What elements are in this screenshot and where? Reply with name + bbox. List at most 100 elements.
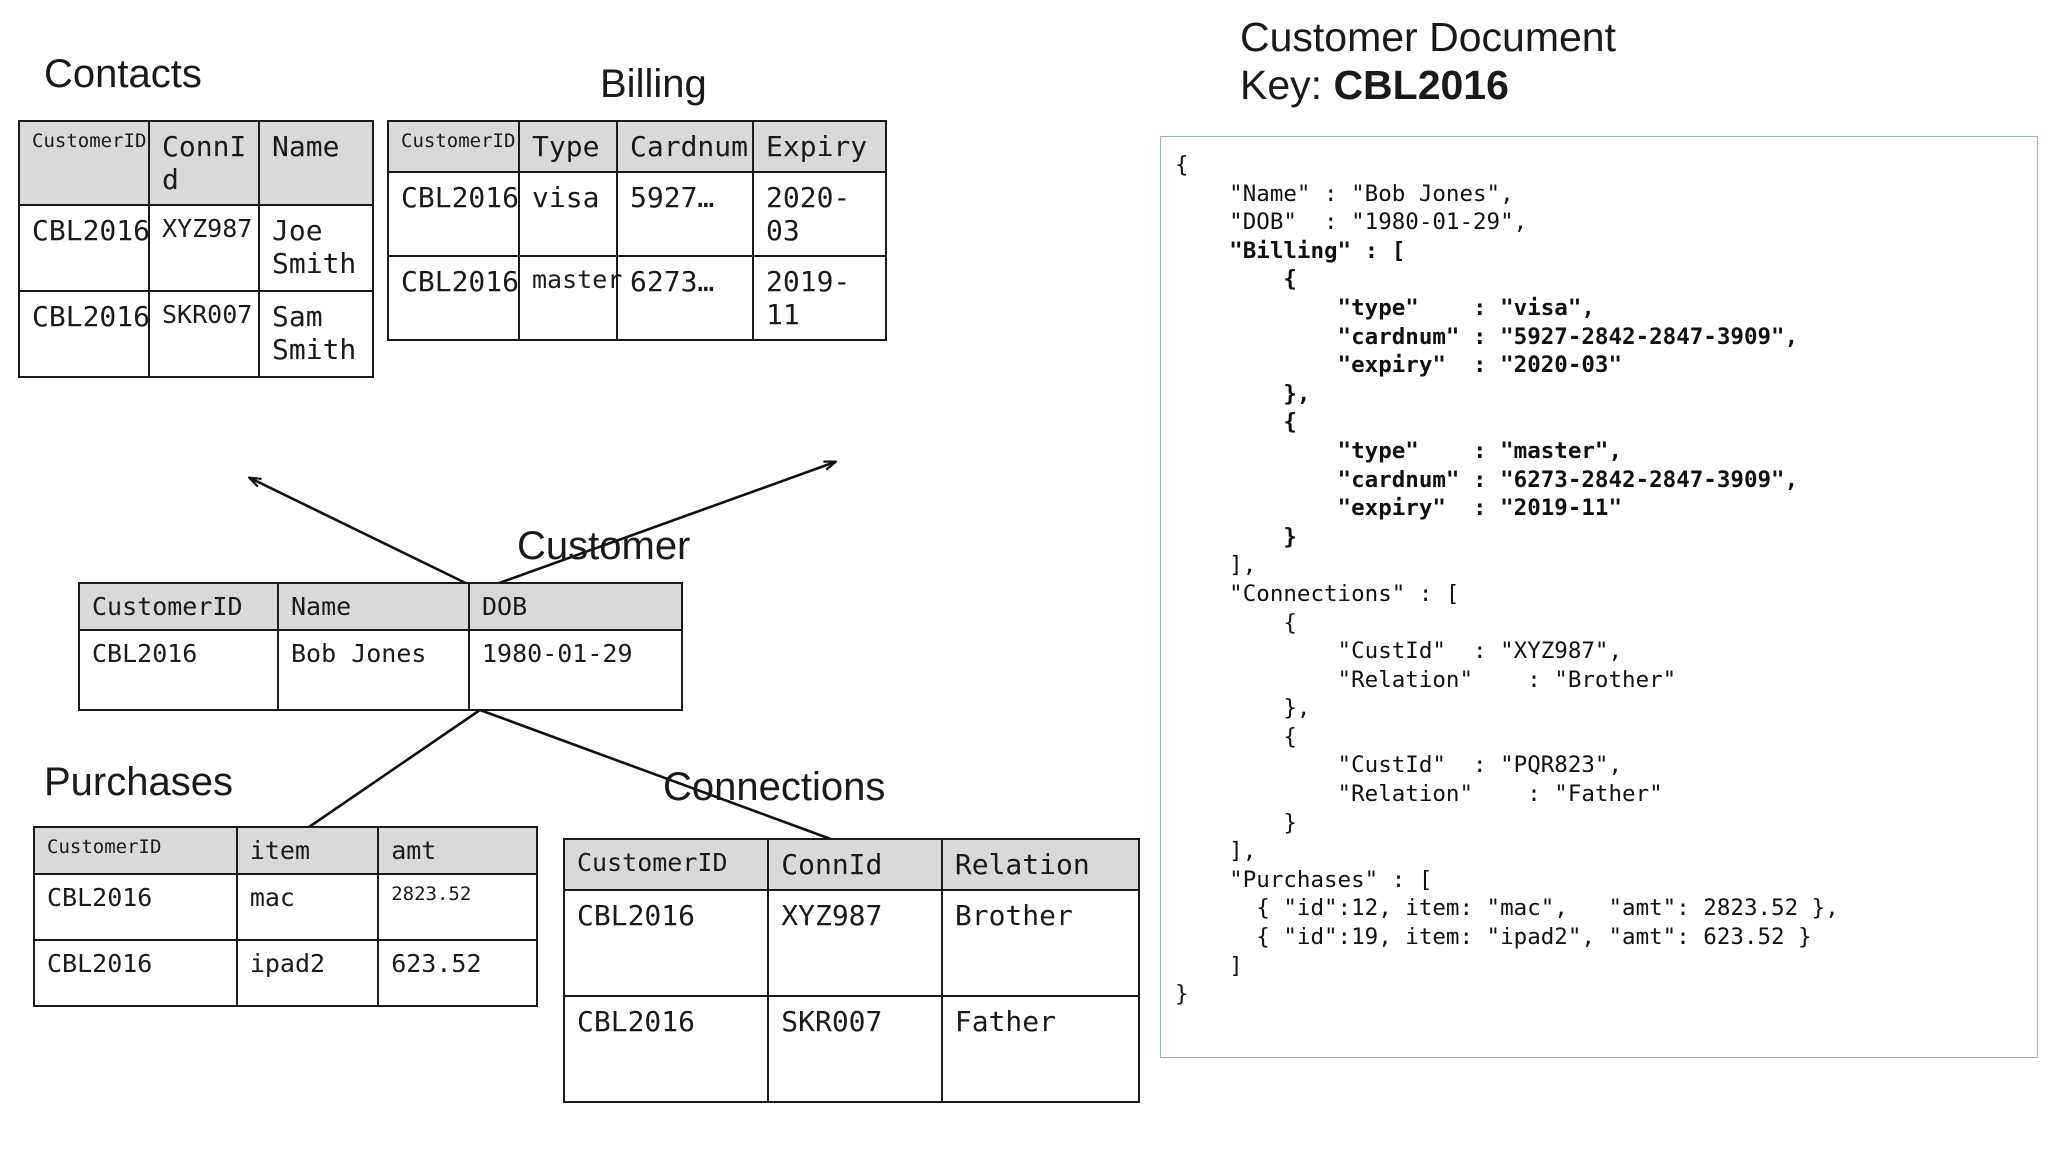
- billing-col-expiry: Expiry: [752, 120, 887, 173]
- cell-relation: Father: [940, 995, 1141, 1103]
- json-line: "cardnum" : "5927-2842-2847-3909",: [1175, 323, 1799, 350]
- cell-expiry: 2020-03: [752, 171, 887, 257]
- customer-to-purchases: [290, 708, 481, 840]
- json-line: {: [1175, 409, 1297, 436]
- cell-name: Bob Jones: [277, 629, 470, 711]
- cell-customerid: CBL2016: [33, 873, 238, 941]
- cell-cardnum: 6273…: [616, 255, 754, 341]
- customer-col-customerid: CustomerID: [78, 582, 279, 631]
- cell-amt: 623.52: [377, 939, 538, 1007]
- customer-col-dob: DOB: [468, 582, 683, 631]
- contacts-col-connid: ConnI d: [148, 120, 260, 206]
- table-row: CBL2016 SKR007 Father: [562, 995, 1141, 1103]
- json-line: "Name" : "Bob Jones",: [1175, 180, 1514, 207]
- billing-col-customerid: CustomerID: [387, 120, 520, 173]
- document-key-label: Key:: [1240, 61, 1334, 108]
- json-line: "Connections" : [: [1175, 580, 1460, 607]
- purchases-table-title: Purchases: [44, 760, 233, 804]
- table-row: CBL2016 XYZ987 Brother: [562, 889, 1141, 997]
- cell-cardnum: 5927…: [616, 171, 754, 257]
- contacts-col-customerid: CustomerID: [18, 120, 150, 206]
- billing-col-cardnum: Cardnum: [616, 120, 754, 173]
- cell-type: visa: [518, 171, 618, 257]
- json-line: },: [1175, 380, 1311, 407]
- json-line: ],: [1175, 838, 1257, 865]
- customer-table: CustomerID Name DOB CBL2016 Bob Jones 19…: [78, 582, 683, 711]
- cell-connid: SKR007: [767, 995, 943, 1103]
- json-line: {: [1175, 152, 1189, 178]
- cell-customerid: CBL2016: [33, 939, 238, 1007]
- json-line: {: [1175, 609, 1297, 636]
- connections-header-row: CustomerID ConnId Relation: [562, 838, 1141, 891]
- json-line: "Relation" : "Father": [1175, 781, 1663, 808]
- json-line: { "id":12, item: "mac", "amt": 2823.52 }…: [1175, 895, 1839, 922]
- cell-customerid: CBL2016: [18, 290, 150, 378]
- json-line: }: [1175, 981, 1189, 1008]
- json-line: "Relation" : "Brother": [1175, 666, 1677, 693]
- table-row: CBL2016 master 6273… 2019-11: [387, 255, 887, 341]
- cell-connid: SKR007: [148, 290, 260, 378]
- connections-col-relation: Relation: [940, 838, 1141, 891]
- document-key-value: CBL2016: [1333, 61, 1509, 108]
- contacts-header-row: CustomerID ConnI d Name: [18, 120, 374, 206]
- document-key-line: Key: CBL2016: [1240, 62, 1616, 110]
- connections-col-connid: ConnId: [767, 838, 943, 891]
- connections-table-title: Connections: [663, 765, 886, 809]
- json-line: "DOB" : "1980-01-29",: [1175, 209, 1528, 236]
- customer-to-contacts: [250, 478, 481, 592]
- billing-table: CustomerID Type Cardnum Expiry CBL2016 v…: [387, 120, 887, 341]
- cell-dob: 1980-01-29: [468, 629, 683, 711]
- json-line: "CustId" : "PQR823",: [1175, 752, 1623, 779]
- json-line: "Billing" : [: [1175, 237, 1406, 264]
- json-line: "type" : "master",: [1175, 437, 1623, 464]
- document-json-code: { "Name" : "Bob Jones", "DOB" : "1980-01…: [1161, 137, 2037, 1009]
- cell-expiry: 2019-11: [752, 255, 887, 341]
- billing-col-type: Type: [518, 120, 618, 173]
- contacts-table: CustomerID ConnI d Name CBL2016 XYZ987 J…: [18, 120, 374, 378]
- table-row: CBL2016 SKR007 Sam Smith: [18, 290, 374, 378]
- table-row: CBL2016 ipad2 623.52: [33, 939, 538, 1007]
- cell-customerid: CBL2016: [18, 204, 150, 292]
- cell-customerid: CBL2016: [78, 629, 279, 711]
- document-title: Customer Document Key: CBL2016: [1240, 14, 1616, 109]
- cell-name: Sam Smith: [258, 290, 374, 378]
- cell-customerid: CBL2016: [387, 255, 520, 341]
- json-line: "expiry" : "2019-11": [1175, 495, 1623, 522]
- json-line: ],: [1175, 552, 1257, 579]
- cell-connid: XYZ987: [148, 204, 260, 292]
- purchases-col-customerid: CustomerID: [33, 826, 238, 875]
- json-line: ]: [1175, 952, 1243, 979]
- table-row: CBL2016 mac 2823.52: [33, 873, 538, 941]
- cell-relation: Brother: [940, 889, 1141, 997]
- customer-table-title: Customer: [517, 524, 691, 568]
- cell-item: mac: [235, 873, 380, 941]
- cell-customerid: CBL2016: [562, 889, 770, 997]
- table-row: CBL2016 visa 5927… 2020-03: [387, 171, 887, 257]
- contacts-col-name: Name: [258, 120, 374, 206]
- cell-connid: XYZ987: [767, 889, 943, 997]
- billing-table-title: Billing: [600, 62, 707, 106]
- table-row: CBL2016 Bob Jones 1980-01-29: [78, 629, 683, 711]
- customer-col-name: Name: [277, 582, 470, 631]
- json-line: {: [1175, 723, 1297, 750]
- connections-table: CustomerID ConnId Relation CBL2016 XYZ98…: [562, 838, 1141, 1103]
- json-line: }: [1175, 523, 1297, 550]
- json-line: "CustId" : "XYZ987",: [1175, 638, 1623, 665]
- contacts-table-title: Contacts: [44, 52, 202, 96]
- purchases-col-item: item: [235, 826, 380, 875]
- purchases-table: CustomerID item amt CBL2016 mac 2823.52 …: [33, 826, 538, 1007]
- json-line: }: [1175, 809, 1297, 836]
- cell-name: Joe Smith: [258, 204, 374, 292]
- json-line: "cardnum" : "6273-2842-2847-3909",: [1175, 466, 1799, 493]
- billing-header-row: CustomerID Type Cardnum Expiry: [387, 120, 887, 173]
- cell-item: ipad2: [235, 939, 380, 1007]
- table-row: CBL2016 XYZ987 Joe Smith: [18, 204, 374, 292]
- json-line: "Purchases" : [: [1175, 866, 1433, 893]
- cell-customerid: CBL2016: [387, 171, 520, 257]
- json-line: { "id":19, item: "ipad2", "amt": 623.52 …: [1175, 924, 1812, 951]
- cell-amt: 2823.52: [377, 873, 538, 941]
- json-line: {: [1175, 266, 1297, 293]
- customer-header-row: CustomerID Name DOB: [78, 582, 683, 631]
- json-line: "expiry" : "2020-03": [1175, 352, 1623, 379]
